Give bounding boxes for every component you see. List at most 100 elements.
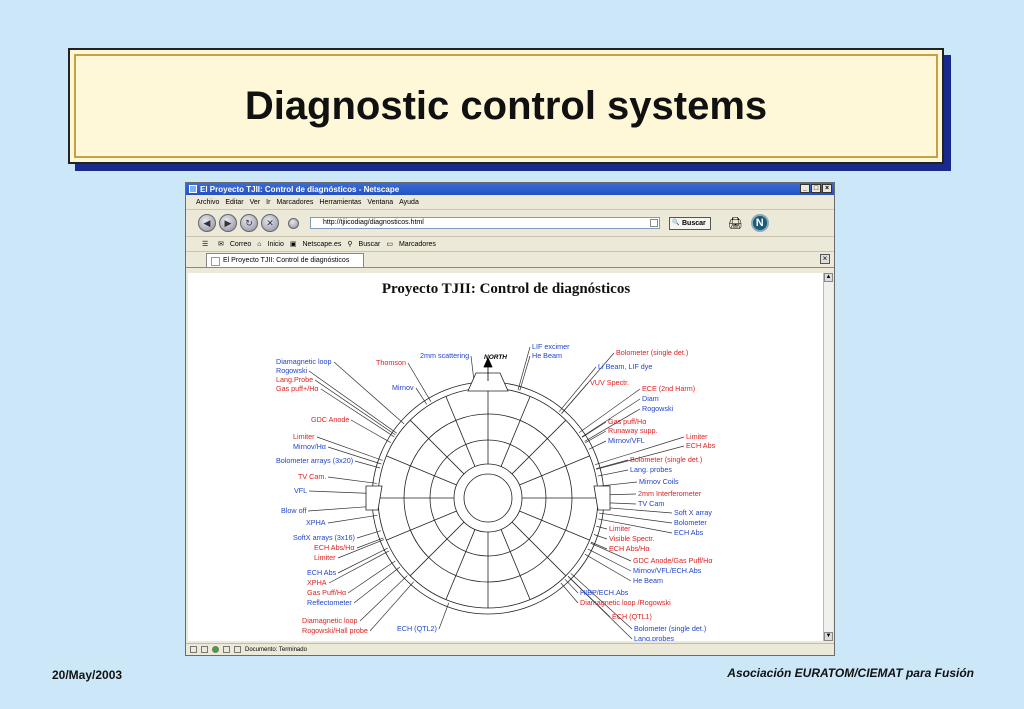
stop-icon[interactable]: ✕	[261, 214, 279, 232]
scroll-down-icon[interactable]: ▼	[824, 632, 833, 641]
diagnostic-label[interactable]: He Beam	[532, 351, 562, 360]
diagnostic-label[interactable]: He Beam	[633, 576, 663, 585]
diagnostic-label[interactable]: Rogowski	[276, 366, 308, 375]
diagnostic-label[interactable]: TV Cam	[638, 499, 665, 508]
diagnostic-label[interactable]: Gas puff+/Hα	[276, 384, 319, 393]
bookmarks-toolbar: ☰ ✉ Correo ⌂ Inicio ▣ Netscape.es ⚲ Busc…	[186, 237, 834, 252]
diagnostic-label[interactable]: Thomson	[376, 358, 406, 367]
diagnostic-label[interactable]: 2mm scattering	[420, 351, 470, 360]
diagnostic-label[interactable]: Visible Spectr.	[609, 534, 655, 543]
status-icon-4[interactable]	[223, 646, 230, 653]
diagnostic-label[interactable]: ECH (QTL2)	[397, 624, 437, 633]
diagnostic-label[interactable]: Limiter	[314, 553, 336, 562]
close-button[interactable]: ×	[822, 184, 832, 193]
diagnostic-label[interactable]: Mirnov/Hα	[293, 442, 326, 451]
diagnostic-label[interactable]: Runaway supp.	[608, 426, 658, 435]
bookmark-correo[interactable]: Correo	[229, 240, 252, 248]
diagnostic-label[interactable]: SoftX arrays (3x16)	[293, 533, 355, 542]
bookmark-buscar[interactable]: Buscar	[358, 240, 381, 248]
diagnostic-label[interactable]: Lang.probes	[634, 634, 674, 641]
window-titlebar[interactable]: El Proyecto TJII: Control de diagnóstico…	[186, 183, 834, 195]
diagnostic-label[interactable]: Soft X array	[674, 508, 712, 517]
bookmark-marcadores[interactable]: Marcadores	[398, 240, 436, 248]
diagnostic-label[interactable]: Mirnov	[392, 383, 414, 392]
diagnostic-label[interactable]: Diamagnetic loop	[302, 616, 358, 625]
diagnostic-label[interactable]: ECH Abs/Hα	[609, 544, 650, 553]
diagnostic-label[interactable]: Blow off	[281, 506, 307, 515]
diagnostic-label[interactable]: Bolometer (single det.)	[630, 455, 703, 464]
menu-ir[interactable]: Ir	[266, 198, 271, 206]
maximize-button[interactable]: □	[811, 184, 821, 193]
diagnostic-label[interactable]: Li Beam, LIF dye	[598, 362, 653, 371]
menu-editar[interactable]: Editar	[225, 198, 244, 206]
scroll-up-icon[interactable]: ▲	[824, 273, 833, 282]
menu-ventana[interactable]: Ventana	[367, 198, 394, 206]
back-arrow-icon[interactable]: ◀	[198, 214, 216, 232]
bookmark-inicio[interactable]: Inicio	[267, 240, 284, 248]
diagnostic-label[interactable]: VUV Spectr.	[590, 378, 630, 387]
label-leader-line	[578, 388, 641, 434]
diagnostic-label[interactable]: Limiter	[686, 432, 708, 441]
diagnostic-label[interactable]: Bolometer arrays (3x20)	[276, 456, 354, 465]
diagnostic-label[interactable]: ECE (2nd Harm)	[642, 384, 696, 393]
diagnostic-label[interactable]: Diamagnetic loop	[276, 357, 332, 366]
window-title: El Proyecto TJII: Control de diagnóstico…	[200, 184, 400, 194]
diagnostic-label[interactable]: ECH Abs/Hα	[314, 543, 355, 552]
vertical-scrollbar[interactable]: ▲ ▼	[823, 273, 833, 641]
diagram-spoke	[500, 529, 531, 600]
diagnostic-label[interactable]: ECH (QTL1)	[612, 612, 652, 621]
diagnostic-label[interactable]: Bolometer (single det.)	[616, 348, 689, 357]
menu-marcadores[interactable]: Marcadores	[276, 198, 314, 206]
diagnostic-label[interactable]: GDC Anode/Gas Puff/Hα	[633, 556, 713, 565]
diagnostic-label[interactable]: VFL	[294, 486, 308, 495]
url-input[interactable]: http://tjiicodiag/diagnosticos.html	[310, 217, 660, 229]
diagnostic-label[interactable]: Limiter	[293, 432, 315, 441]
diagnostic-label[interactable]: XPHA	[307, 578, 327, 587]
diagnostic-label[interactable]: Limiter	[609, 524, 631, 533]
bookmark-netscape[interactable]: Netscape.es	[302, 240, 342, 248]
diagnostic-label[interactable]: Gas puff/Hα	[608, 417, 647, 426]
diagnostic-label[interactable]: Rogowski/Hall probe	[302, 626, 368, 635]
diagnostic-label[interactable]: Diam	[642, 394, 659, 403]
diagnostic-label[interactable]: ECH Abs	[307, 568, 337, 577]
diagnostic-label[interactable]: Gas Puff/Hα	[307, 588, 347, 597]
diagnostic-label[interactable]: GDC Anode	[311, 415, 350, 424]
label-leader-line	[407, 362, 432, 402]
status-icon-5[interactable]	[234, 646, 241, 653]
diagnostic-label[interactable]: Mirnov/VFL/ECH.Abs	[633, 566, 702, 575]
print-icon[interactable]: 🖨	[727, 216, 743, 230]
menu-ayuda[interactable]: Ayuda	[399, 198, 419, 206]
reload-icon[interactable]: ↻	[240, 214, 258, 232]
diagnostic-label[interactable]: ECH Abs	[674, 528, 704, 537]
url-dropdown-icon[interactable]	[650, 219, 658, 227]
menu-herramientas[interactable]: Herramientas	[319, 198, 362, 206]
diagnostic-label[interactable]: Lang. probes	[630, 465, 672, 474]
status-icon-2[interactable]	[201, 646, 208, 653]
diagnostic-label[interactable]: LIF excimer	[532, 342, 570, 351]
search-button[interactable]: Buscar	[669, 216, 711, 230]
diagnostic-label[interactable]: Reflectometer	[307, 598, 352, 607]
diagnostic-label[interactable]: Diamagnetic loop /Rogowski	[580, 598, 671, 607]
diagnostic-label[interactable]: 2mm Interferometer	[638, 489, 702, 498]
diagnostic-label[interactable]: ECH Abs	[686, 441, 716, 450]
diagnostic-label[interactable]: TV Cam.	[298, 472, 327, 481]
diagnostic-label[interactable]: Bolometer	[674, 518, 707, 527]
tab-proyecto-tjii[interactable]: El Proyecto TJII: Control de diagnóstico…	[206, 253, 365, 267]
status-icon-3[interactable]	[212, 646, 219, 653]
tab-list-icon[interactable]: ☰	[202, 241, 209, 248]
home-dot-icon[interactable]	[288, 217, 299, 229]
forward-arrow-icon[interactable]: ▶	[219, 214, 237, 232]
diagram-spoke	[500, 396, 531, 467]
tab-close-icon[interactable]: ×	[820, 254, 830, 264]
diagnostic-label[interactable]: HIBP/ECH.Abs	[580, 588, 629, 597]
diagnostic-label[interactable]: Mirnov Coils	[639, 477, 679, 486]
diagnostic-label[interactable]: Lang.Probe	[276, 375, 314, 384]
diagnostic-label[interactable]: XPHA	[306, 518, 326, 527]
minimize-button[interactable]: _	[800, 184, 810, 193]
diagnostic-label[interactable]: Mirnov/VFL	[608, 436, 645, 445]
menu-ver[interactable]: Ver	[249, 198, 261, 206]
diagnostic-label[interactable]: Bolometer (single det.)	[634, 624, 707, 633]
status-icon-1[interactable]	[190, 646, 197, 653]
diagnostic-label[interactable]: Rogowski	[642, 404, 674, 413]
menu-archivo[interactable]: Archivo	[196, 198, 220, 206]
